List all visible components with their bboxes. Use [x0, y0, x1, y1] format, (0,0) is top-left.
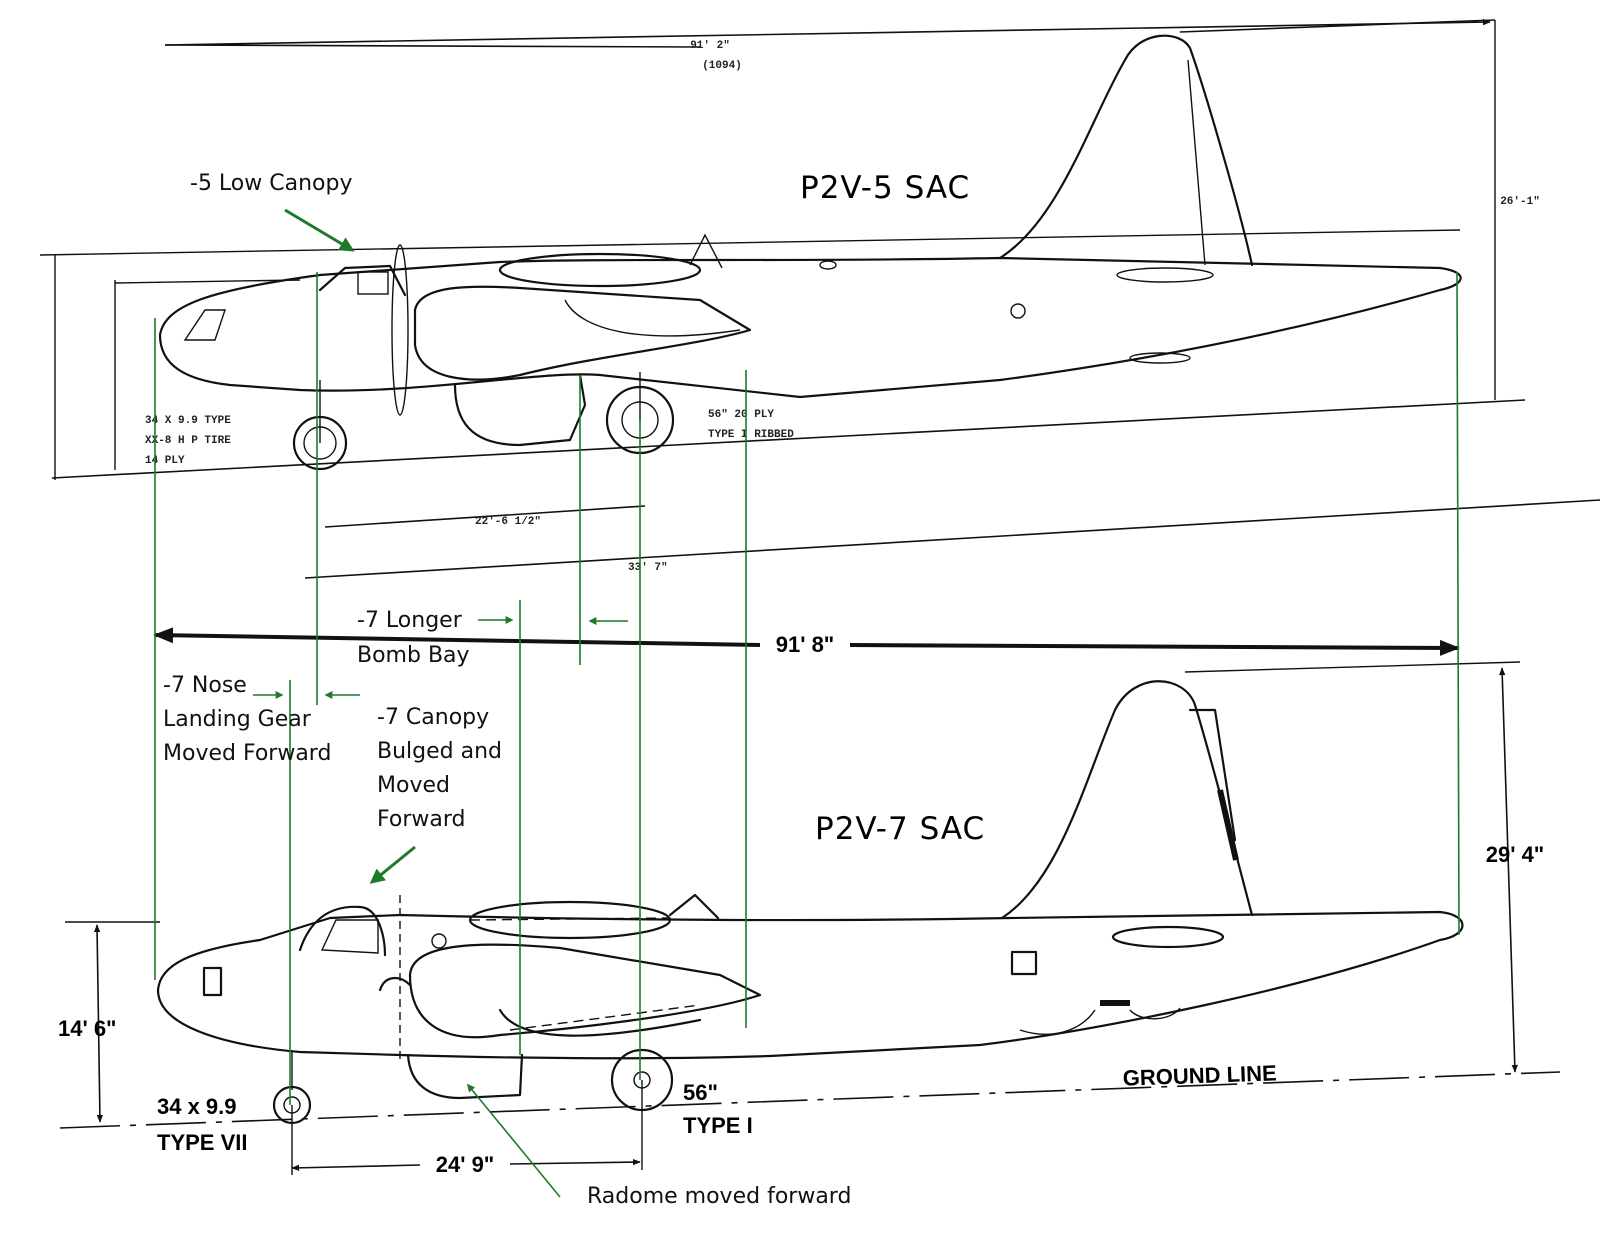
- p2v7-title: P2V-7 SAC: [815, 811, 985, 847]
- p2v7-wheelbase-dim-right: [509, 1158, 641, 1166]
- annotation-canopy-4: Forward: [377, 807, 465, 832]
- p2v7-fin: [668, 893, 720, 920]
- p2v5-wingtip-tank: [498, 252, 702, 288]
- p2v7-nose-tire-label-1: 34 x 9.9: [157, 1094, 237, 1119]
- guide-tail: [1456, 271, 1460, 936]
- p2v7-nose-height-label: 14' 6": [58, 1016, 116, 1041]
- p2v7-main-wheel-hub: [633, 1071, 651, 1089]
- p2v5-radome: [453, 373, 587, 447]
- p2v5-length-line: [304, 499, 1600, 579]
- p2v5-rudder-line: [1187, 59, 1206, 266]
- p2v7-antenna: [1100, 1000, 1130, 1006]
- p2v7-window: [1010, 950, 1038, 976]
- annotation-nose-gear-2: Landing Gear: [163, 707, 312, 732]
- p2v5-engine-nacelle: [413, 285, 752, 381]
- p2v7-ground-line: [59, 1071, 1561, 1129]
- annotation-canopy-2: Bulged and: [377, 739, 502, 764]
- p2v7-ground-line-label: GROUND LINE: [1122, 1060, 1277, 1090]
- p2v5-tail-height-ref: [1179, 19, 1496, 33]
- p2v7-jet-pod: [498, 1008, 702, 1037]
- annotation-radome: Radome moved forward: [587, 1184, 851, 1209]
- p2v7-top-ref-line: [1184, 661, 1521, 673]
- p2v7-belly-fairing-1: [1019, 1009, 1096, 1035]
- annotation-nose-gear-3: Moved Forward: [163, 741, 331, 766]
- p2v7-vertical-tail: [1000, 680, 1254, 920]
- annotation-canopy-3: Moved: [377, 773, 450, 798]
- p2v7-wheelbase-dim-left: [291, 1164, 421, 1172]
- p2v7-engine-nacelle: [408, 943, 762, 1039]
- p2v7-length-dim-right: [849, 639, 1460, 656]
- p2v5-main-tire-label-1: 56" 20 PLY: [708, 409, 774, 421]
- p2v5-title: P2V-5 SAC: [800, 170, 970, 206]
- p2v7-main-tire-label-1: 56": [683, 1080, 718, 1105]
- annotation-longer-bomb-bay-2: Bomb Bay: [357, 643, 470, 668]
- p2v7-nose-window: [202, 966, 223, 997]
- p2v7-spinner: [378, 977, 412, 992]
- p2v5-belly-fairing: [1129, 352, 1191, 364]
- p2v5-nose-tire-label-2: XX-8 H P TIRE: [145, 435, 231, 447]
- radome-arrow: [466, 1083, 561, 1198]
- p2v7-drawing: 91' 8" 29' 4" 14' 6" 34 x 9.9 TYPE VII 5…: [58, 627, 1561, 1177]
- p2v5-nose-window: [183, 309, 226, 341]
- p2v5-canopy-ref-line: [114, 279, 301, 284]
- p2v5-wheelbase-label: 22'-6 1/2": [475, 516, 541, 528]
- p2v5-antenna: [819, 260, 837, 270]
- p2v7-length-label: 91' 8": [776, 632, 834, 657]
- p2v5-propeller: [391, 244, 409, 416]
- p2v5-canopy-window: [357, 271, 389, 295]
- p2v7-main-tire-label-2: TYPE I: [683, 1113, 753, 1138]
- p2v7-height-label: 29' 4": [1486, 842, 1544, 867]
- p2v7-length-dim-left: [153, 627, 761, 647]
- p2v7-belly-fairing-2: [1129, 1007, 1181, 1020]
- p2v7-porthole: [431, 933, 447, 949]
- p2v7-horizontal-stabilizer: [1111, 925, 1225, 949]
- comparison-annotations: -5 Low Canopy -7 Longer Bomb Bay -7 Nose…: [154, 171, 1460, 1209]
- annotation-longer-bomb-bay-1: -7 Longer: [357, 608, 463, 633]
- p2v7-radome: [406, 1053, 524, 1100]
- p2v5-length-label: 33' 7": [628, 562, 668, 574]
- p2v7-canopy-window: [320, 919, 379, 954]
- annotation-low-canopy: -5 Low Canopy: [190, 171, 352, 196]
- p2v5-vertical-tail: [998, 34, 1254, 267]
- p2v5-nacelle-line: [564, 299, 741, 337]
- annotation-nose-gear-1: -7 Nose: [163, 673, 247, 698]
- p2v5-span-label: 91' 2": [690, 40, 730, 52]
- p2v7-nose-tire-label-2: TYPE VII: [157, 1130, 247, 1155]
- canopy-arrow: [369, 845, 416, 884]
- p2v7-tip-tank-line: [469, 917, 671, 921]
- p2v5-main-tire-label-2: TYPE I RIBBED: [708, 429, 794, 441]
- low-canopy-arrow: [284, 208, 355, 252]
- annotation-canopy-1: -7 Canopy: [377, 705, 489, 730]
- p2v5-span-dim-line: [164, 18, 1491, 46]
- p2v7-nose-height-dim: [93, 924, 104, 1123]
- p2v7-canopy: [298, 905, 387, 957]
- p2v5-drawing: 91' 2" (1094) 26'-1" 34 X 9.9 TYPE XX-8 …: [39, 18, 1600, 579]
- p2v7-fuselage: [156, 910, 1464, 1060]
- p2v5-canopy: [318, 264, 407, 297]
- p2v7-nose-wheel-hub: [283, 1096, 301, 1114]
- p2v5-horizontal-stabilizer: [1116, 267, 1214, 283]
- p2v5-nose-tire-label-3: 14 PLY: [145, 455, 185, 467]
- p2v7-wheelbase-label: 24' 9": [436, 1152, 494, 1177]
- p2v5-wheelbase-line: [324, 505, 646, 528]
- p2v5-fuselage: [158, 256, 1462, 399]
- p2v7-rudder: [1188, 708, 1237, 842]
- p2v7-height-dim-line: [1499, 667, 1518, 1073]
- p2v5-ground-line: [51, 399, 1526, 479]
- p2v5-height-label: 26'-1": [1500, 196, 1540, 208]
- p2v5-top-ref-line: [39, 229, 1461, 256]
- p2v5-nose-tire-label-1: 34 X 9.9 TYPE: [145, 415, 231, 427]
- p2v5-fin: [689, 233, 723, 269]
- p2v7-main-wheel: [610, 1048, 674, 1112]
- p2v5-span-dim-left: [164, 44, 701, 48]
- p2v5-span-sub-label: (1094): [702, 60, 742, 72]
- p2v7-rudder-hinge: [1217, 789, 1239, 861]
- p2v5-window: [1010, 303, 1026, 319]
